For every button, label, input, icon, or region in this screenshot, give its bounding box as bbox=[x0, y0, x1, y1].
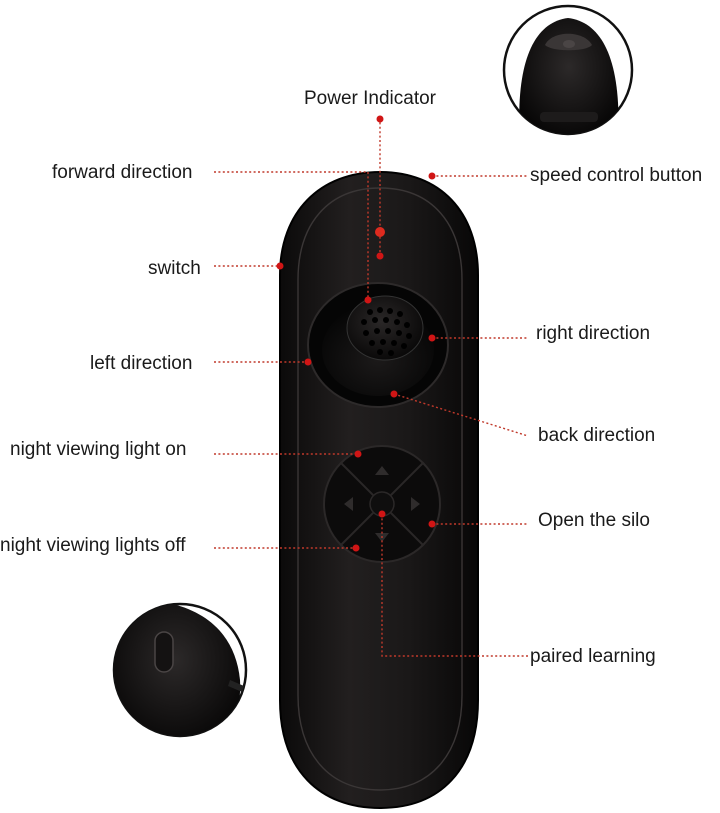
label-forward-direction: forward direction bbox=[52, 162, 193, 183]
marker-switch bbox=[276, 262, 284, 270]
label-night-lights-off: night viewing lights off bbox=[0, 535, 186, 556]
marker-speed-control-button bbox=[428, 172, 436, 180]
joystick-grip-dots bbox=[361, 307, 412, 356]
marker-night-light-on bbox=[354, 450, 362, 458]
leader-back-direction bbox=[393, 393, 529, 437]
marker-power-indicator bbox=[376, 252, 384, 260]
marker-dots bbox=[276, 115, 436, 552]
marker-paired-learning bbox=[378, 510, 386, 518]
label-speed-control-button: speed control button bbox=[530, 165, 703, 186]
label-switch: switch bbox=[148, 258, 201, 279]
label-back-direction: back direction bbox=[538, 425, 656, 446]
label-power-indicator: Power Indicator bbox=[304, 88, 437, 109]
label-left-direction: left direction bbox=[90, 353, 193, 374]
label-night-light-on: night viewing light on bbox=[10, 439, 187, 460]
remote-side-switch-closeup bbox=[114, 604, 241, 736]
label-right-direction: right direction bbox=[536, 323, 651, 344]
marker-left-direction bbox=[304, 358, 312, 366]
marker-power-indicator-top bbox=[376, 115, 384, 123]
marker-forward-direction bbox=[364, 296, 372, 304]
leader-forward-direction bbox=[214, 171, 369, 300]
leader-lines bbox=[214, 118, 529, 657]
label-open-silo: Open the silo bbox=[538, 510, 650, 531]
direction-pad[interactable] bbox=[323, 445, 441, 563]
top-inset bbox=[502, 4, 634, 136]
switch-button-closeup bbox=[154, 631, 174, 673]
power-indicator-led bbox=[375, 227, 385, 237]
remote-top-end-closeup bbox=[519, 18, 619, 134]
marker-back-direction bbox=[390, 390, 398, 398]
label-paired-learning: paired learning bbox=[530, 646, 656, 667]
joystick[interactable] bbox=[307, 282, 449, 408]
leader-paired-learning bbox=[381, 514, 528, 657]
bottom-inset bbox=[112, 602, 248, 738]
marker-open-silo bbox=[428, 520, 436, 528]
marker-right-direction bbox=[428, 334, 436, 342]
marker-night-lights-off bbox=[352, 544, 360, 552]
